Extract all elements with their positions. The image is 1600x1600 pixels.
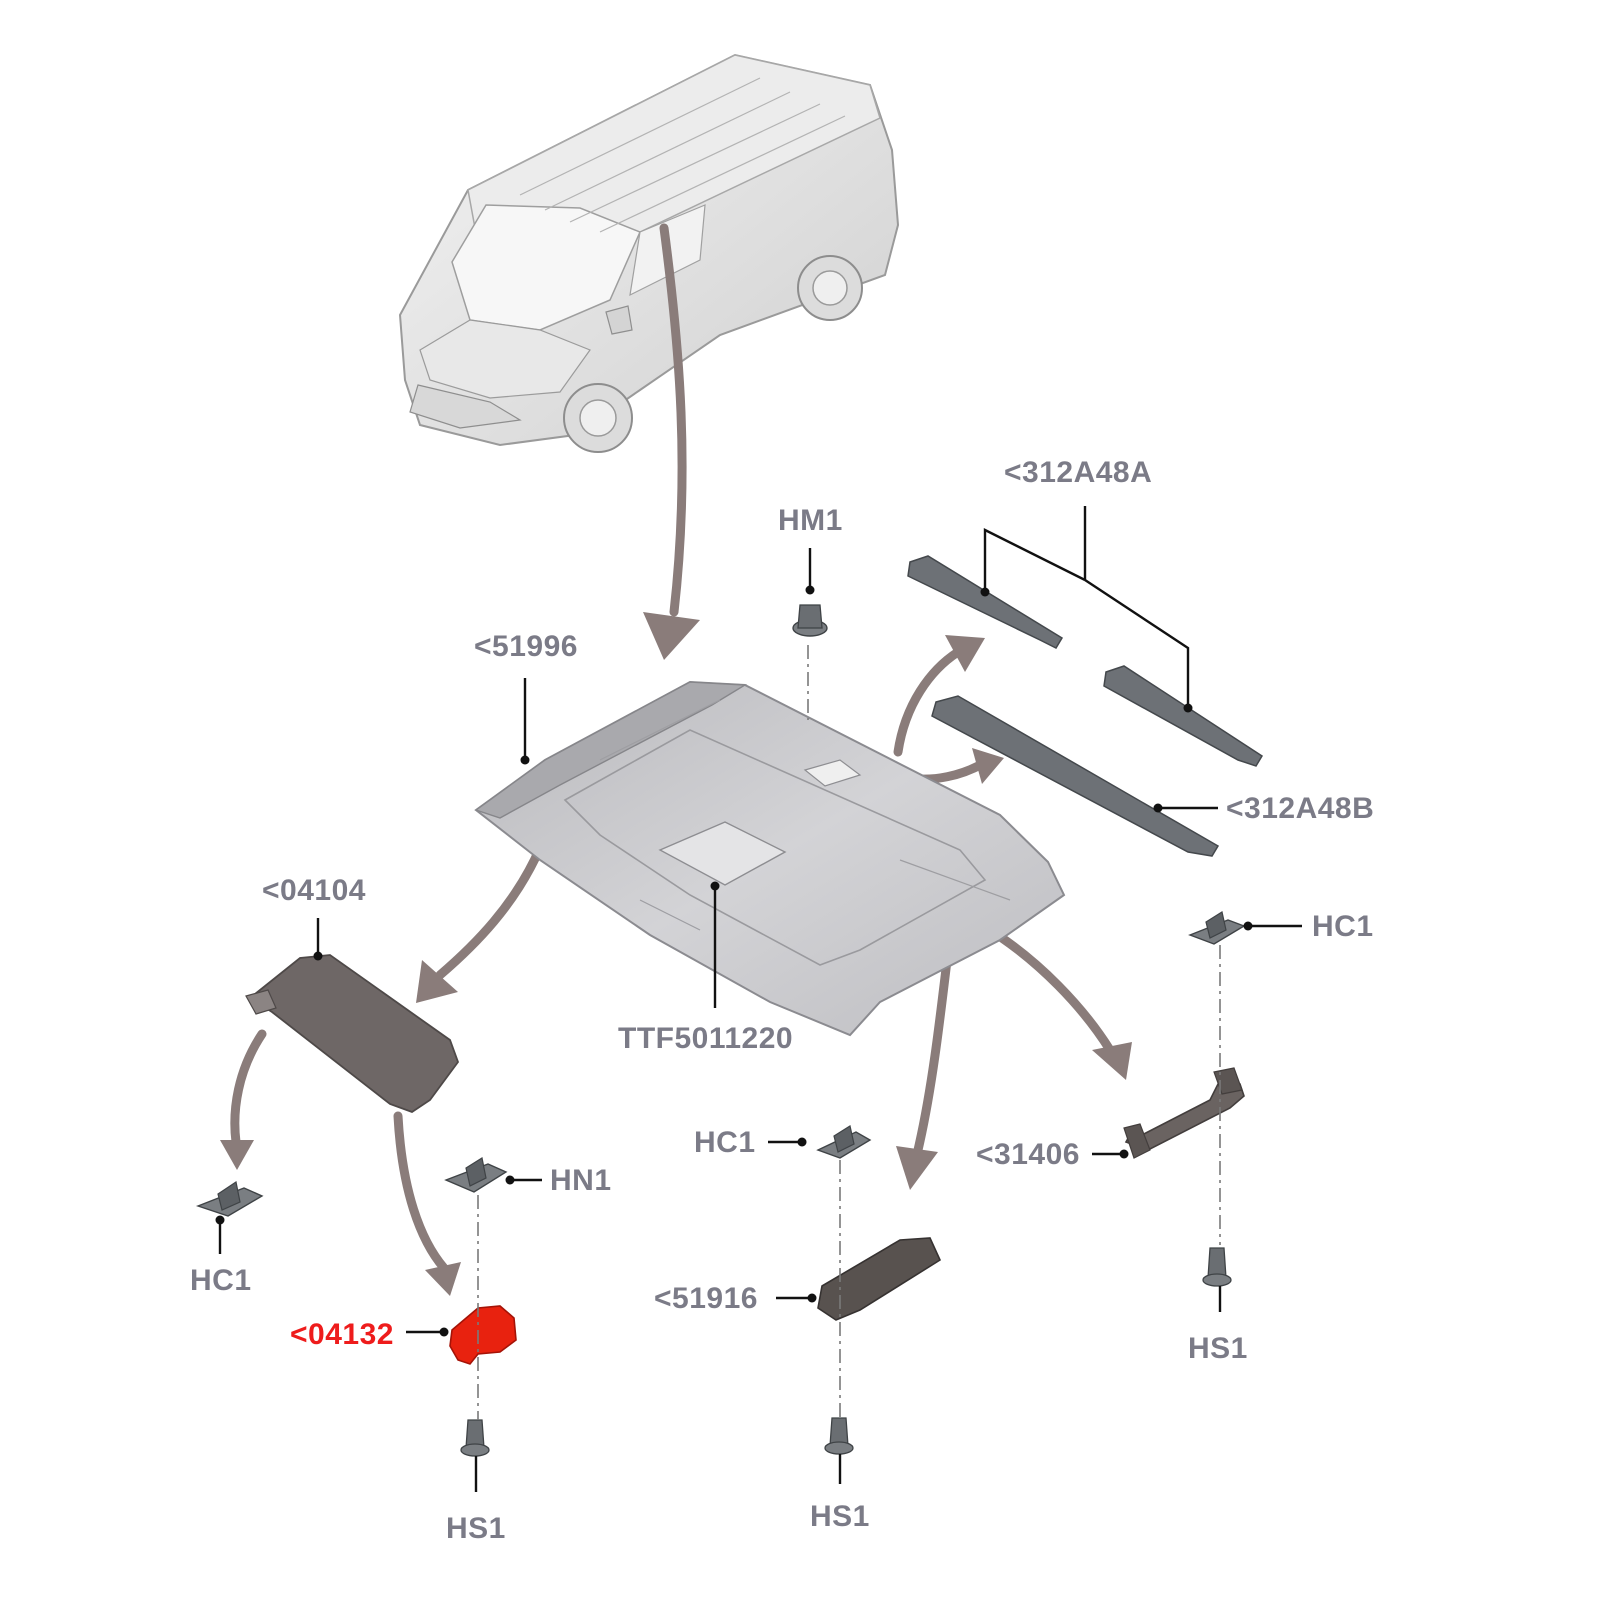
label-visor-clip: <04132 bbox=[290, 1318, 394, 1351]
roof-strip-a-lower bbox=[1103, 665, 1264, 767]
headliner-details bbox=[599, 699, 1011, 931]
van-illustration bbox=[398, 53, 900, 453]
roof-strips bbox=[907, 555, 1264, 857]
van-hood bbox=[419, 319, 591, 399]
van-mirror bbox=[605, 305, 633, 335]
clip-hc1-far-left bbox=[195, 1181, 264, 1217]
flow-arrow-to-strip-a bbox=[893, 647, 963, 757]
label-roof-strip-a: <312A48A bbox=[1004, 456, 1152, 489]
leader-dot bbox=[807, 1293, 817, 1303]
headliner-slot bbox=[803, 759, 862, 787]
part-labels: <312A48A HM1 <51996 <312A48B <04104 HC1 … bbox=[190, 456, 1374, 1545]
flow-arrow-head bbox=[972, 748, 1004, 784]
leader-dot bbox=[710, 881, 720, 891]
label-clip-top: HM1 bbox=[778, 504, 843, 537]
flow-arrow-head bbox=[416, 960, 458, 1003]
leader-dot bbox=[797, 1137, 807, 1147]
lamp-body bbox=[817, 1237, 942, 1321]
leader-lines bbox=[215, 506, 1302, 1492]
label-clip-left: HN1 bbox=[550, 1164, 612, 1197]
flow-arrow-head bbox=[945, 635, 985, 672]
leader-dot bbox=[1183, 703, 1193, 713]
flow-arrow-van-to-headliner bbox=[659, 223, 687, 617]
lamp-part bbox=[817, 1237, 942, 1321]
van-grille bbox=[409, 384, 522, 429]
leader-dot bbox=[1119, 1149, 1129, 1159]
label-roof-strip-b: <312A48B bbox=[1226, 792, 1374, 825]
leader-dot bbox=[215, 1215, 225, 1225]
roof-strip-a-upper bbox=[907, 555, 1064, 649]
leader-dot bbox=[1243, 921, 1253, 931]
sun-visor-hinge bbox=[245, 989, 277, 1015]
leader-312a48a-right bbox=[1084, 578, 1190, 706]
flow-arrow-head bbox=[896, 1146, 938, 1190]
van-rear-hub bbox=[812, 270, 848, 306]
label-headliner: <51996 bbox=[474, 630, 578, 663]
label-clip-right: HC1 bbox=[1312, 910, 1374, 943]
flow-arrow-head bbox=[1092, 1042, 1132, 1080]
visor-clip-part bbox=[449, 1305, 517, 1365]
van-front-hub bbox=[579, 399, 617, 437]
label-screw-mid: HS1 bbox=[810, 1500, 870, 1533]
label-grab-handle: <31406 bbox=[976, 1138, 1080, 1171]
grab-handle-part bbox=[1123, 1067, 1245, 1159]
flow-arrow-head bbox=[643, 612, 700, 660]
label-clip-far-left: HC1 bbox=[190, 1264, 252, 1297]
leader-dot bbox=[439, 1327, 449, 1337]
clip-hc1-mid bbox=[816, 1125, 872, 1159]
flow-arrow-head bbox=[220, 1140, 254, 1170]
leader-dot bbox=[980, 587, 990, 597]
leader-dot bbox=[520, 755, 530, 765]
label-lamp: <51916 bbox=[654, 1282, 758, 1315]
label-screw-right: HS1 bbox=[1188, 1332, 1248, 1365]
label-sun-visor: <04104 bbox=[262, 874, 366, 907]
flow-arrow-head bbox=[425, 1262, 461, 1296]
leader-dot bbox=[313, 951, 323, 961]
label-screw-left: HS1 bbox=[446, 1512, 506, 1545]
headliner-inner-contour bbox=[563, 729, 987, 966]
visor-clip-body bbox=[449, 1305, 517, 1365]
label-clip-mid: HC1 bbox=[694, 1126, 756, 1159]
assembly-axes bbox=[477, 645, 1221, 1420]
leader-dot bbox=[805, 585, 815, 595]
clip-hn1 bbox=[444, 1157, 508, 1193]
van-roof-rails bbox=[519, 77, 846, 233]
leader-dot bbox=[1153, 803, 1163, 813]
leader-312a48a-left bbox=[983, 528, 1086, 590]
label-part-center: TTF5011220 bbox=[618, 1022, 793, 1055]
headliner-center-pad bbox=[658, 821, 787, 886]
headliner-front-edge bbox=[474, 681, 748, 819]
clip-hc1-right bbox=[1188, 911, 1246, 945]
screw-hs1-right bbox=[1202, 1247, 1232, 1287]
leader-dot bbox=[505, 1175, 515, 1185]
flow-arrow-visor-to-clip bbox=[230, 1029, 267, 1147]
flow-arrow-visor-to-visor-clip bbox=[393, 1111, 449, 1273]
roof-strip-b bbox=[931, 695, 1220, 857]
flow-arrow-to-handle bbox=[977, 920, 1115, 1055]
flow-arrow-to-visor bbox=[435, 843, 545, 980]
headliner-part bbox=[474, 680, 1066, 1037]
screw-hs1-left bbox=[460, 1419, 490, 1457]
screw-hs1-mid bbox=[824, 1417, 854, 1455]
clip-hm1 bbox=[792, 604, 828, 637]
